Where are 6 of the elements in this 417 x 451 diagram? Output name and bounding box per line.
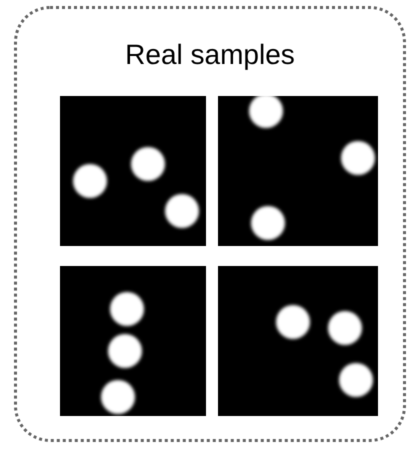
dotted-group-frame (14, 6, 406, 442)
sample-image (60, 266, 206, 416)
sample-image (218, 266, 378, 416)
sample-image (218, 96, 378, 246)
group-title: Real samples (124, 39, 296, 71)
sample-image (60, 96, 206, 246)
